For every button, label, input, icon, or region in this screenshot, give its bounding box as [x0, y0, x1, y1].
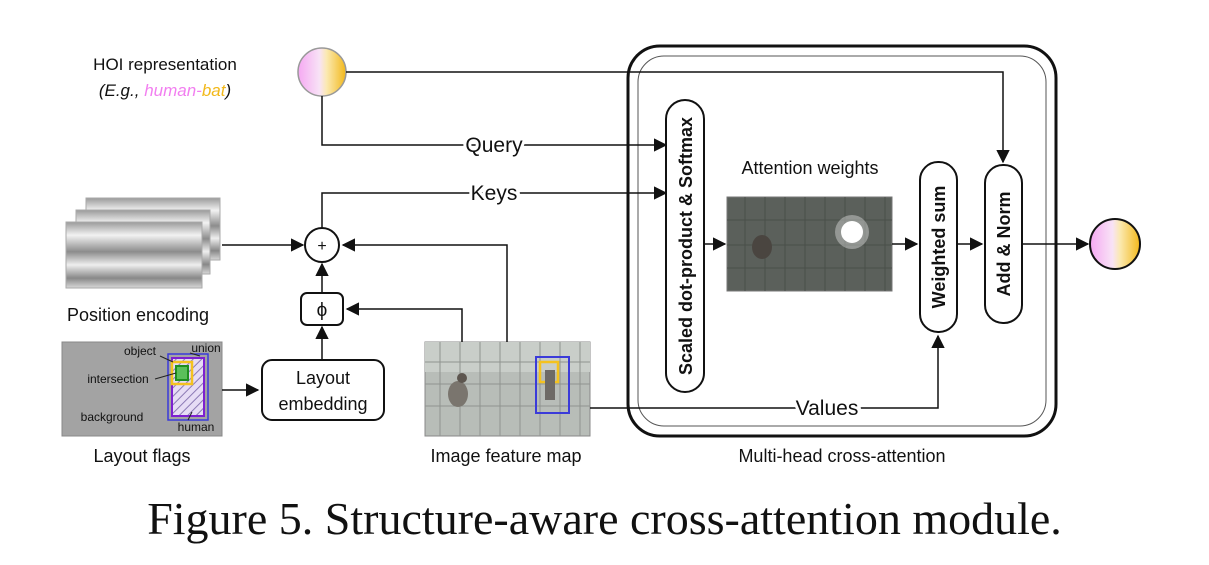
keys-label: Keys [471, 182, 518, 205]
scaled-dot-product-label: Scaled dot-product & Softmax [676, 117, 696, 375]
image-to-phi-arrow [345, 302, 463, 342]
scaled-dot-product-block [665, 99, 705, 393]
weighted-sum-block [919, 161, 958, 333]
multi-head-label: Multi-head cross-attention [738, 446, 945, 466]
flag-background-label: background [81, 410, 144, 424]
image-feature-map [424, 341, 591, 437]
plus-node [304, 227, 340, 263]
multi-head-inner-frame [637, 55, 1047, 427]
attention-weights-map [726, 196, 893, 292]
keys-arrow [321, 186, 668, 232]
hoi-example-object: bat [202, 81, 227, 100]
position-encoding-label: Position encoding [67, 305, 209, 325]
multi-head-container [626, 44, 1058, 438]
residual-arrow [346, 71, 1010, 164]
layout-flags-label: Layout flags [93, 446, 190, 466]
hoi-example: (E.g., human-bat) [99, 81, 231, 100]
layout-embedding-line2: embedding [278, 394, 367, 414]
query-label: Query [465, 134, 523, 157]
image-feature-map-label: Image feature map [430, 446, 581, 466]
hoi-example-human: human [144, 81, 196, 100]
values-arrow [590, 334, 945, 409]
layout-embedding-line1: Layout [296, 368, 350, 388]
hoi-token-icon [297, 47, 347, 97]
flag-intersection-label: intersection [87, 372, 148, 386]
hoi-example-dash: - [196, 81, 202, 100]
plus-symbol: + [317, 238, 326, 255]
query-arrow [321, 96, 668, 152]
add-norm-label: Add & Norm [994, 192, 1014, 297]
flag-human-label: human [178, 420, 215, 434]
output-token-icon [1089, 218, 1141, 270]
image-to-plus-arrow [341, 238, 508, 342]
values-label: Values [796, 397, 859, 420]
flag-union-label: union [191, 341, 220, 355]
phi-symbol: ϕ [317, 300, 328, 321]
layout-flags-image [61, 341, 223, 437]
figure-caption: Figure 5. Structure-aware cross-attentio… [147, 493, 1062, 544]
layout-embedding-box [261, 359, 385, 421]
flag-object-label: object [124, 344, 157, 358]
weighted-sum-label: Weighted sum [929, 186, 949, 309]
attention-weights-label: Attention weights [741, 158, 878, 178]
hoi-title: HOI representation [93, 55, 237, 74]
position-encoding-stack [65, 197, 221, 289]
